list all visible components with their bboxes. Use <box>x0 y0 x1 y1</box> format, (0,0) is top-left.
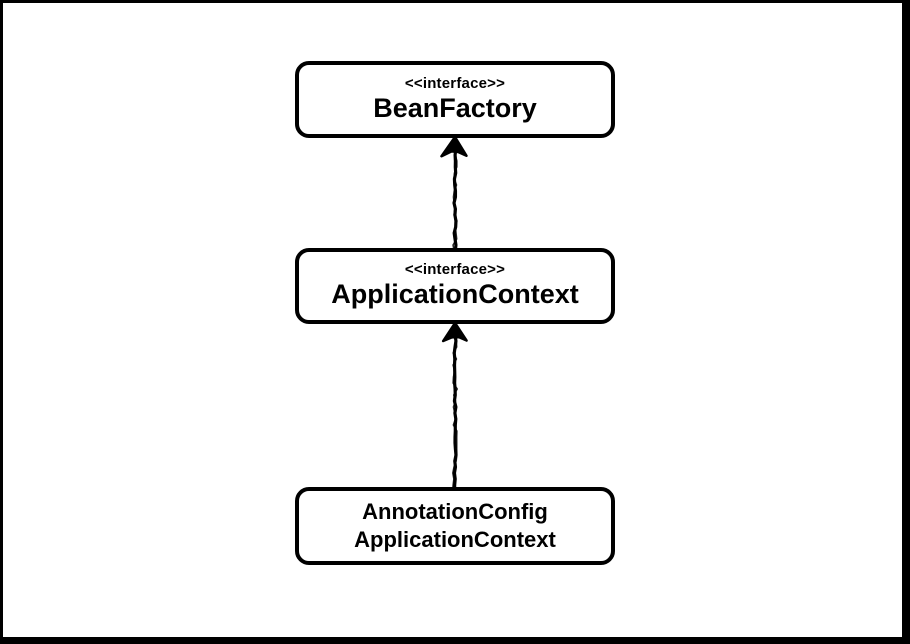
class-node-bean-factory: <<interface>> BeanFactory <box>295 61 615 138</box>
node-name: ApplicationContext <box>331 279 579 310</box>
inheritance-arrow <box>440 135 468 252</box>
inheritance-arrow <box>441 321 468 491</box>
node-stereotype: <<interface>> <box>404 74 506 92</box>
node-stereotype: <<interface>> <box>404 261 506 279</box>
class-node-annotation-config-application-context: AnnotationConfig ApplicationContext <box>295 487 615 565</box>
node-name: AnnotationConfig ApplicationContext <box>354 498 556 552</box>
class-node-application-context: <<interface>> ApplicationContext <box>295 248 615 324</box>
node-name: BeanFactory <box>373 92 537 123</box>
